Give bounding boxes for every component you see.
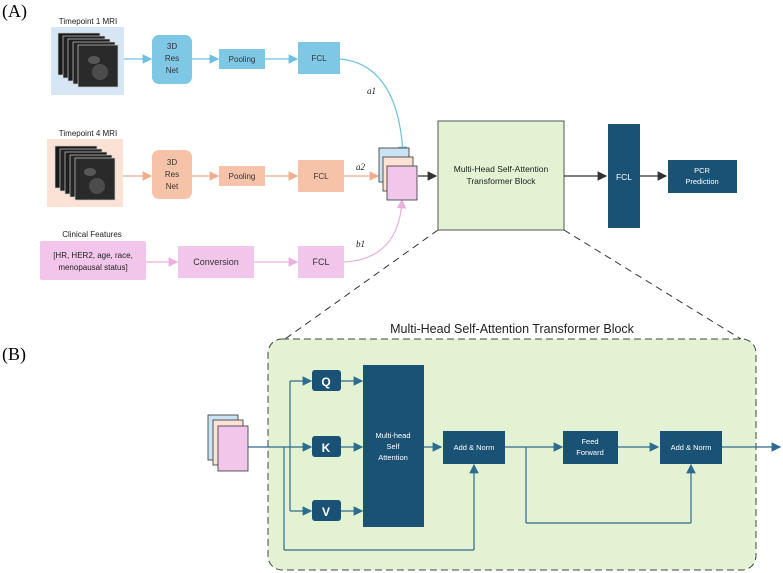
feed-forward-line1: Feed [581,437,598,446]
input-fanout-lines [248,376,479,551]
key-box [312,436,341,457]
timepoint1-label: Timepoint 1 MRI [59,17,117,26]
clinical-features-line1: [HR, HER2, age, race, [53,251,133,260]
resnet-2-line3: Net [166,182,179,191]
arrow-fcl3-to-stack [343,198,407,263]
pcr-line2: Prediction [685,177,718,186]
fcl-1-label: FCL [311,54,327,63]
add-norm-1-label: Add & Norm [454,443,495,452]
resnet-box-2 [152,150,192,199]
qkv-to-attention-arrows [341,376,364,516]
multi-head-attention-box [363,365,424,527]
panel-b-title: Multi-Head Self-Attention Transformer Bl… [390,322,635,336]
fcl-box-1 [298,42,340,74]
transformer-block-line2: Transformer Block [466,176,536,186]
conversion-box [178,246,254,278]
edge-label-b1: b1 [356,239,365,249]
pooling-box-1 [219,49,265,69]
clinical-features-title: Clinical Features [62,230,122,239]
query-label: Q [321,375,330,389]
edge-label-a2: a2 [356,162,366,172]
clinical-features-line2: menopausal status] [58,263,127,272]
resnet-1-line1: 3D [167,42,177,51]
final-fcl-label: FCL [616,172,632,182]
mha-line1: Multi-head [375,431,410,440]
fcl-box-2 [298,160,344,192]
transformer-block [437,120,565,231]
transformer-block-line1: Multi-Head Self-Attention [454,164,549,174]
add-norm-2-box [660,431,722,464]
fcl-box-3 [298,246,344,278]
resnet-1-line2: Res [165,54,179,63]
conversion-label: Conversion [193,257,239,267]
query-box [312,370,341,391]
fcl-3-label: FCL [312,257,329,267]
add-norm-1-box [443,431,505,464]
arrow-fcl1-to-stack [339,58,408,157]
fcl-2-label: FCL [313,172,329,181]
mha-line2: Self [387,442,401,451]
timepoint4-label: Timepoint 4 MRI [59,129,117,138]
add-norm-2-label: Add & Norm [671,443,712,452]
panel-b-label: (B) [2,344,26,365]
resnet-2-line2: Res [165,170,179,179]
input-token-stack [207,414,249,472]
value-box [312,500,341,521]
feed-forward-box [563,431,618,464]
pooling-1-label: Pooling [229,55,256,64]
mha-line3: Attention [378,453,408,462]
addnorm1-outflow-lines [505,442,696,524]
pcr-line1: PCR [694,166,710,175]
feature-token-stack [378,147,418,201]
key-label: K [322,441,331,455]
resnet-2-line1: 3D [167,158,177,167]
panel-a-label: (A) [2,1,27,22]
feed-forward-line2: Forward [576,448,604,457]
timepoint4-mri-stack [54,145,116,201]
pooling-2-label: Pooling [229,172,256,181]
edge-label-a1: a1 [367,86,376,96]
clinical-features-box [40,241,146,280]
timepoint1-mri-stack [57,32,119,88]
zoom-connector-left [284,229,439,340]
resnet-1-line3: Net [166,66,179,75]
pcr-prediction-box [668,160,737,193]
resnet-box-1 [152,35,192,84]
pooling-box-2 [219,166,265,186]
value-label: V [322,505,330,519]
final-fcl-box [608,124,640,228]
zoom-connector-right [563,229,742,340]
